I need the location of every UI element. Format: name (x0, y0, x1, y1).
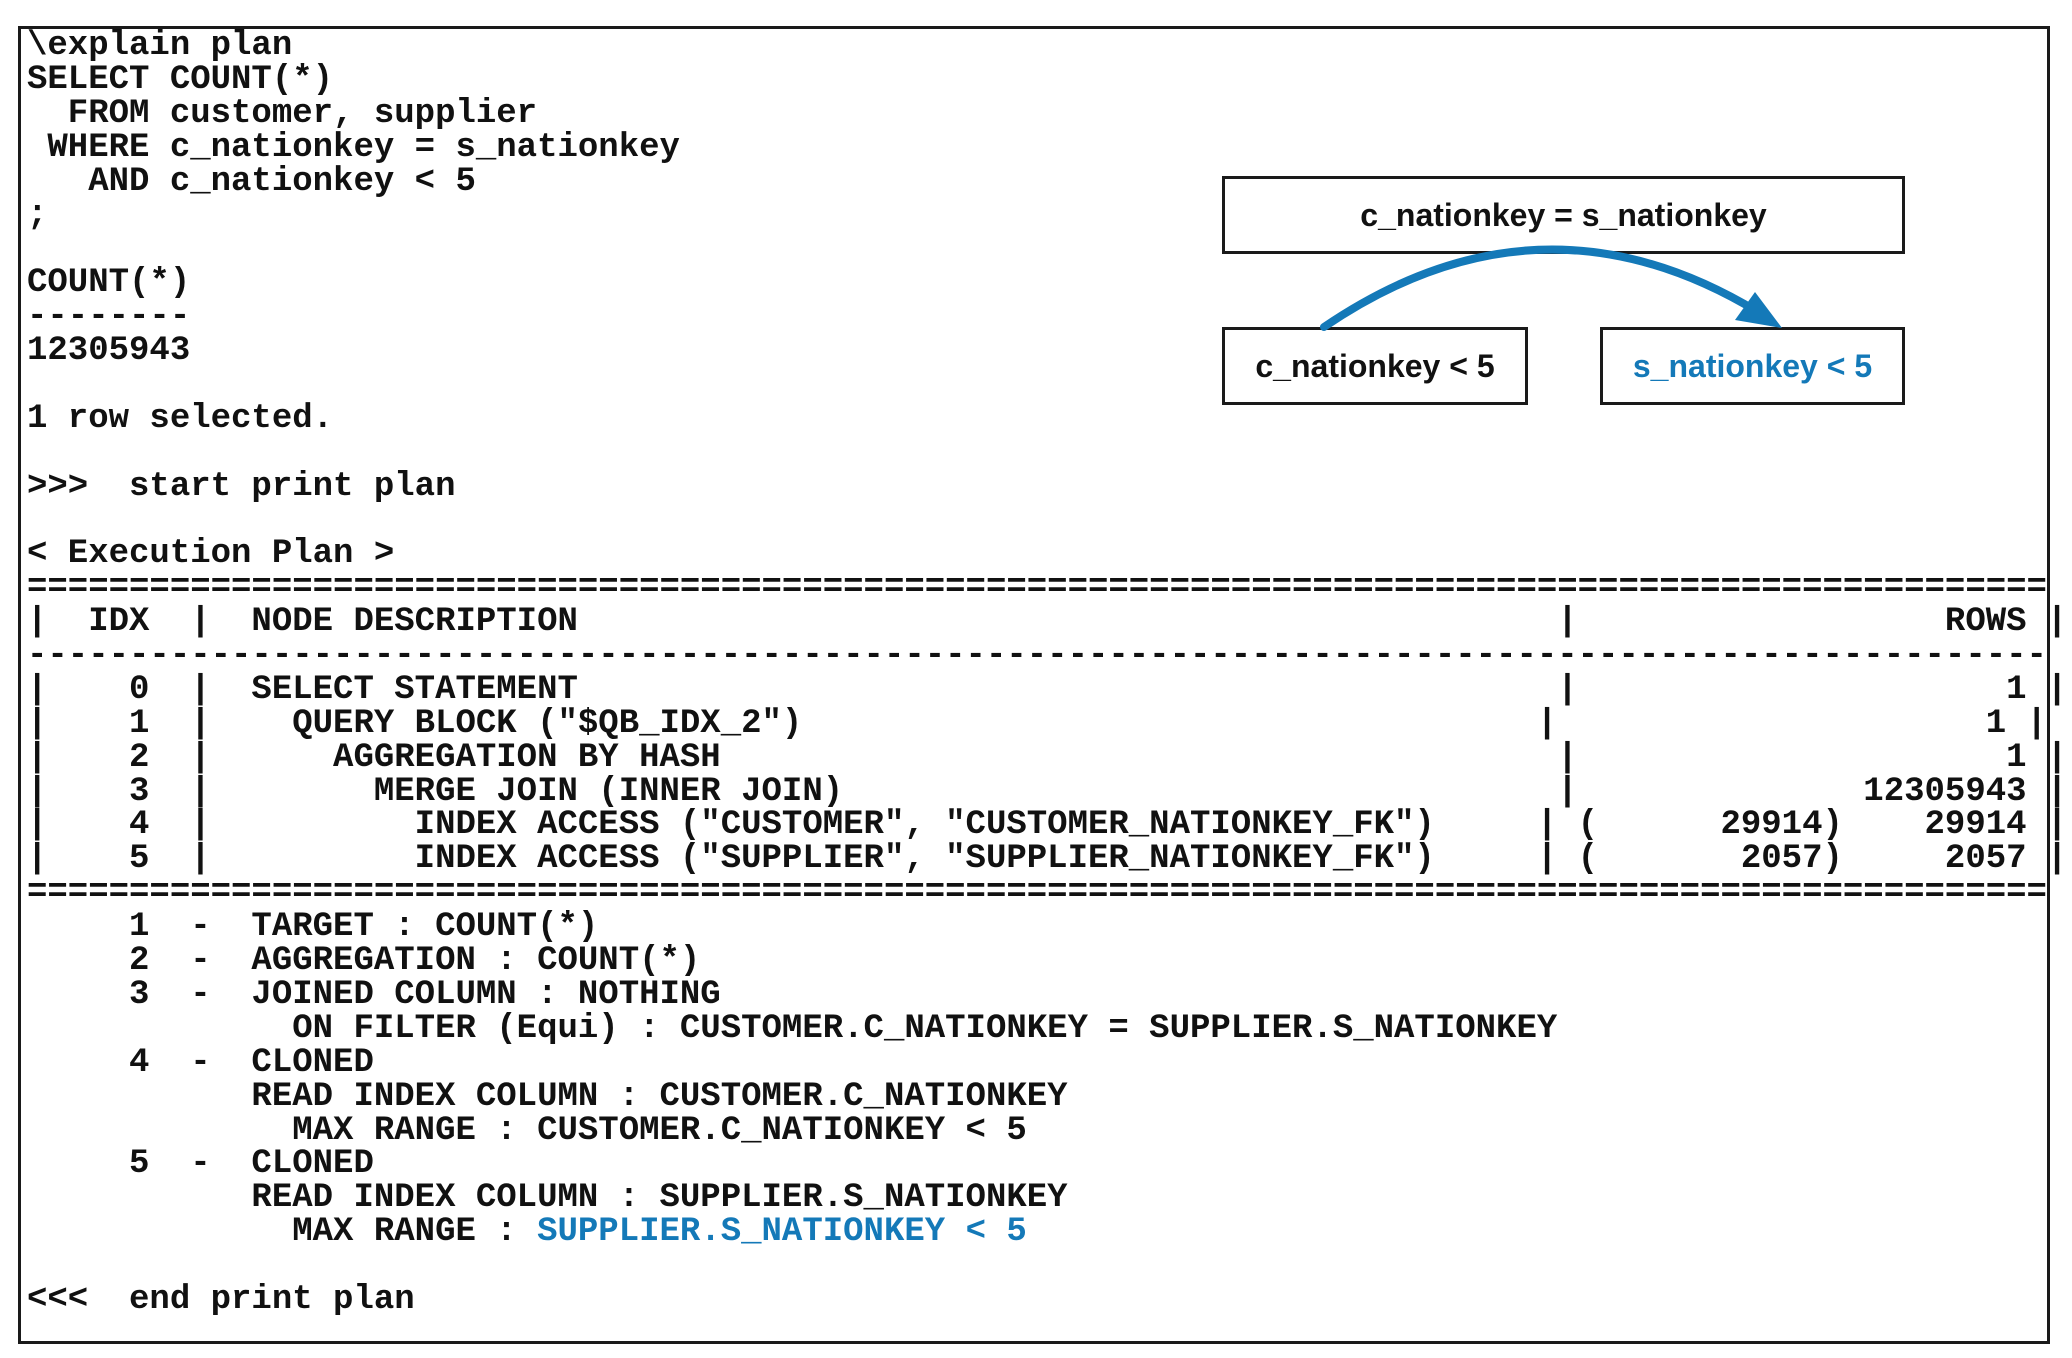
console-line: | 3 | MERGE JOIN (INNER JOIN) | 12305943… (27, 775, 2067, 810)
console-line-text: -------- (27, 298, 191, 337)
console-line-text: 1 - TARGET : COUNT(*) (27, 908, 599, 947)
console-line-text: COUNT(*) (27, 264, 191, 303)
console-line-text: | 4 | INDEX ACCESS ("CUSTOMER", "CUSTOME… (27, 806, 2068, 845)
console-line-text: | 0 | SELECT STATEMENT | 1 | (27, 670, 2068, 709)
console-line: MAX RANGE : CUSTOMER.C_NATIONKEY < 5 (27, 1111, 2047, 1150)
console-line-text: | 5 | INDEX ACCESS ("SUPPLIER", "SUPPLIE… (27, 840, 2068, 879)
console-line: ========================================… (27, 569, 2047, 608)
console-line-text: | 2 | AGGREGATION BY HASH | 1 | (27, 738, 2068, 777)
console-line-text: AND c_nationkey < 5 (27, 162, 476, 201)
console-line-text: ; (27, 196, 48, 235)
console-line: 1 - TARGET : COUNT(*) (27, 908, 2047, 947)
console-line: AND c_nationkey < 5 (27, 162, 2047, 201)
console-line: | IDX | NODE DESCRIPTION | ROWS | (27, 605, 2067, 640)
console-line-text: < Execution Plan > (27, 535, 395, 574)
join-condition-label: c_nationkey = s_nationkey (1360, 196, 1767, 233)
console-line-text: MAX RANGE : CUSTOMER.C_NATIONKEY < 5 (27, 1111, 1027, 1150)
console-line: >>> start print plan (27, 467, 2047, 506)
console-line-text: ----------------------------------------… (27, 637, 2047, 676)
console-line-text: \explain plan (27, 27, 293, 65)
console-line-text: 12305943 (27, 332, 191, 371)
console-line (27, 437, 2047, 471)
derived-predicate-label: s_nationkey < 5 (1632, 347, 1873, 384)
console-line: WHERE c_nationkey = s_nationkey (27, 128, 2047, 167)
console-line (27, 504, 2047, 538)
console-line: 3 - JOINED COLUMN : NOTHING (27, 975, 2047, 1014)
console-line: | 0 | SELECT STATEMENT | 1 | (27, 673, 2067, 708)
console-line-text: READ INDEX COLUMN : CUSTOMER.C_NATIONKEY (27, 1077, 1068, 1116)
join-condition-box: c_nationkey = s_nationkey (1222, 176, 1905, 254)
source-predicate-label: c_nationkey < 5 (1255, 347, 1495, 384)
console-line: READ INDEX COLUMN : SUPPLIER.S_NATIONKEY (27, 1179, 2047, 1218)
console-line: 5 - CLONED (27, 1145, 2047, 1184)
highlighted-predicate: SUPPLIER.S_NATIONKEY < 5 (537, 1213, 1027, 1252)
derived-predicate-box: s_nationkey < 5 (1600, 327, 1905, 405)
console-line-text: FROM customer, supplier (27, 94, 538, 133)
console-line: SELECT COUNT(*) (27, 60, 2047, 99)
console-line-text: WHERE c_nationkey = s_nationkey (27, 128, 680, 167)
console-line: < Execution Plan > (27, 535, 2047, 574)
console-line: ----------------------------------------… (27, 637, 2047, 676)
source-predicate-box: c_nationkey < 5 (1222, 327, 1528, 405)
console-line-text: | 3 | MERGE JOIN (INNER JOIN) | 12305943… (27, 772, 2068, 811)
console-line: ========================================… (27, 874, 2047, 913)
console-line: COUNT(*) (27, 264, 2047, 303)
console-line-text: READ INDEX COLUMN : SUPPLIER.S_NATIONKEY (27, 1179, 1068, 1218)
console-line: 12305943 (27, 332, 2047, 371)
console-line-text: ========================================… (27, 569, 2047, 608)
console-line: FROM customer, supplier (27, 94, 2047, 133)
console-line-text: | 1 | QUERY BLOCK ("$QB_IDX_2") | 1 | (27, 704, 2047, 743)
console-line: | 1 | QUERY BLOCK ("$QB_IDX_2") | 1 | (27, 704, 2047, 743)
console-line-text: 4 - CLONED (27, 1043, 374, 1082)
console-line-text: 2 - AGGREGATION : COUNT(*) (27, 942, 701, 981)
console-line: -------- (27, 298, 2047, 337)
console-line-text: | IDX | NODE DESCRIPTION | ROWS | (27, 603, 2068, 642)
console-line-text: 5 - CLONED (27, 1145, 374, 1184)
console-line: ON FILTER (Equi) : CUSTOMER.C_NATIONKEY … (27, 1009, 2047, 1048)
console-line: READ INDEX COLUMN : CUSTOMER.C_NATIONKEY (27, 1077, 2047, 1116)
console-line: | 2 | AGGREGATION BY HASH | 1 | (27, 741, 2067, 776)
console-line: | 4 | INDEX ACCESS ("CUSTOMER", "CUSTOME… (27, 808, 2067, 843)
console-line: | 5 | INDEX ACCESS ("SUPPLIER", "SUPPLIE… (27, 842, 2067, 877)
console-line: ; (27, 196, 2047, 235)
console-line: 2 - AGGREGATION : COUNT(*) (27, 942, 2047, 981)
console-line-text: 3 - JOINED COLUMN : NOTHING (27, 975, 721, 1014)
console-line: \explain plan (27, 27, 2047, 65)
console-line: <<< end print plan (27, 1280, 2047, 1319)
console-line: MAX RANGE : SUPPLIER.S_NATIONKEY < 5 (27, 1213, 2047, 1252)
console-line-text: 1 row selected. (27, 399, 334, 438)
console-line: 4 - CLONED (27, 1043, 2047, 1082)
console-line (27, 1250, 2047, 1284)
console-line-text: ========================================… (27, 874, 2047, 913)
console-line-text: ON FILTER (Equi) : CUSTOMER.C_NATIONKEY … (27, 1009, 1558, 1048)
console-line: 1 row selected. (27, 399, 2047, 438)
console-line-text: >>> start print plan (27, 467, 456, 506)
console-line-text: <<< end print plan (27, 1280, 415, 1319)
console-line-text: MAX RANGE : (27, 1213, 538, 1252)
console-line-text: SELECT COUNT(*) (27, 60, 334, 99)
